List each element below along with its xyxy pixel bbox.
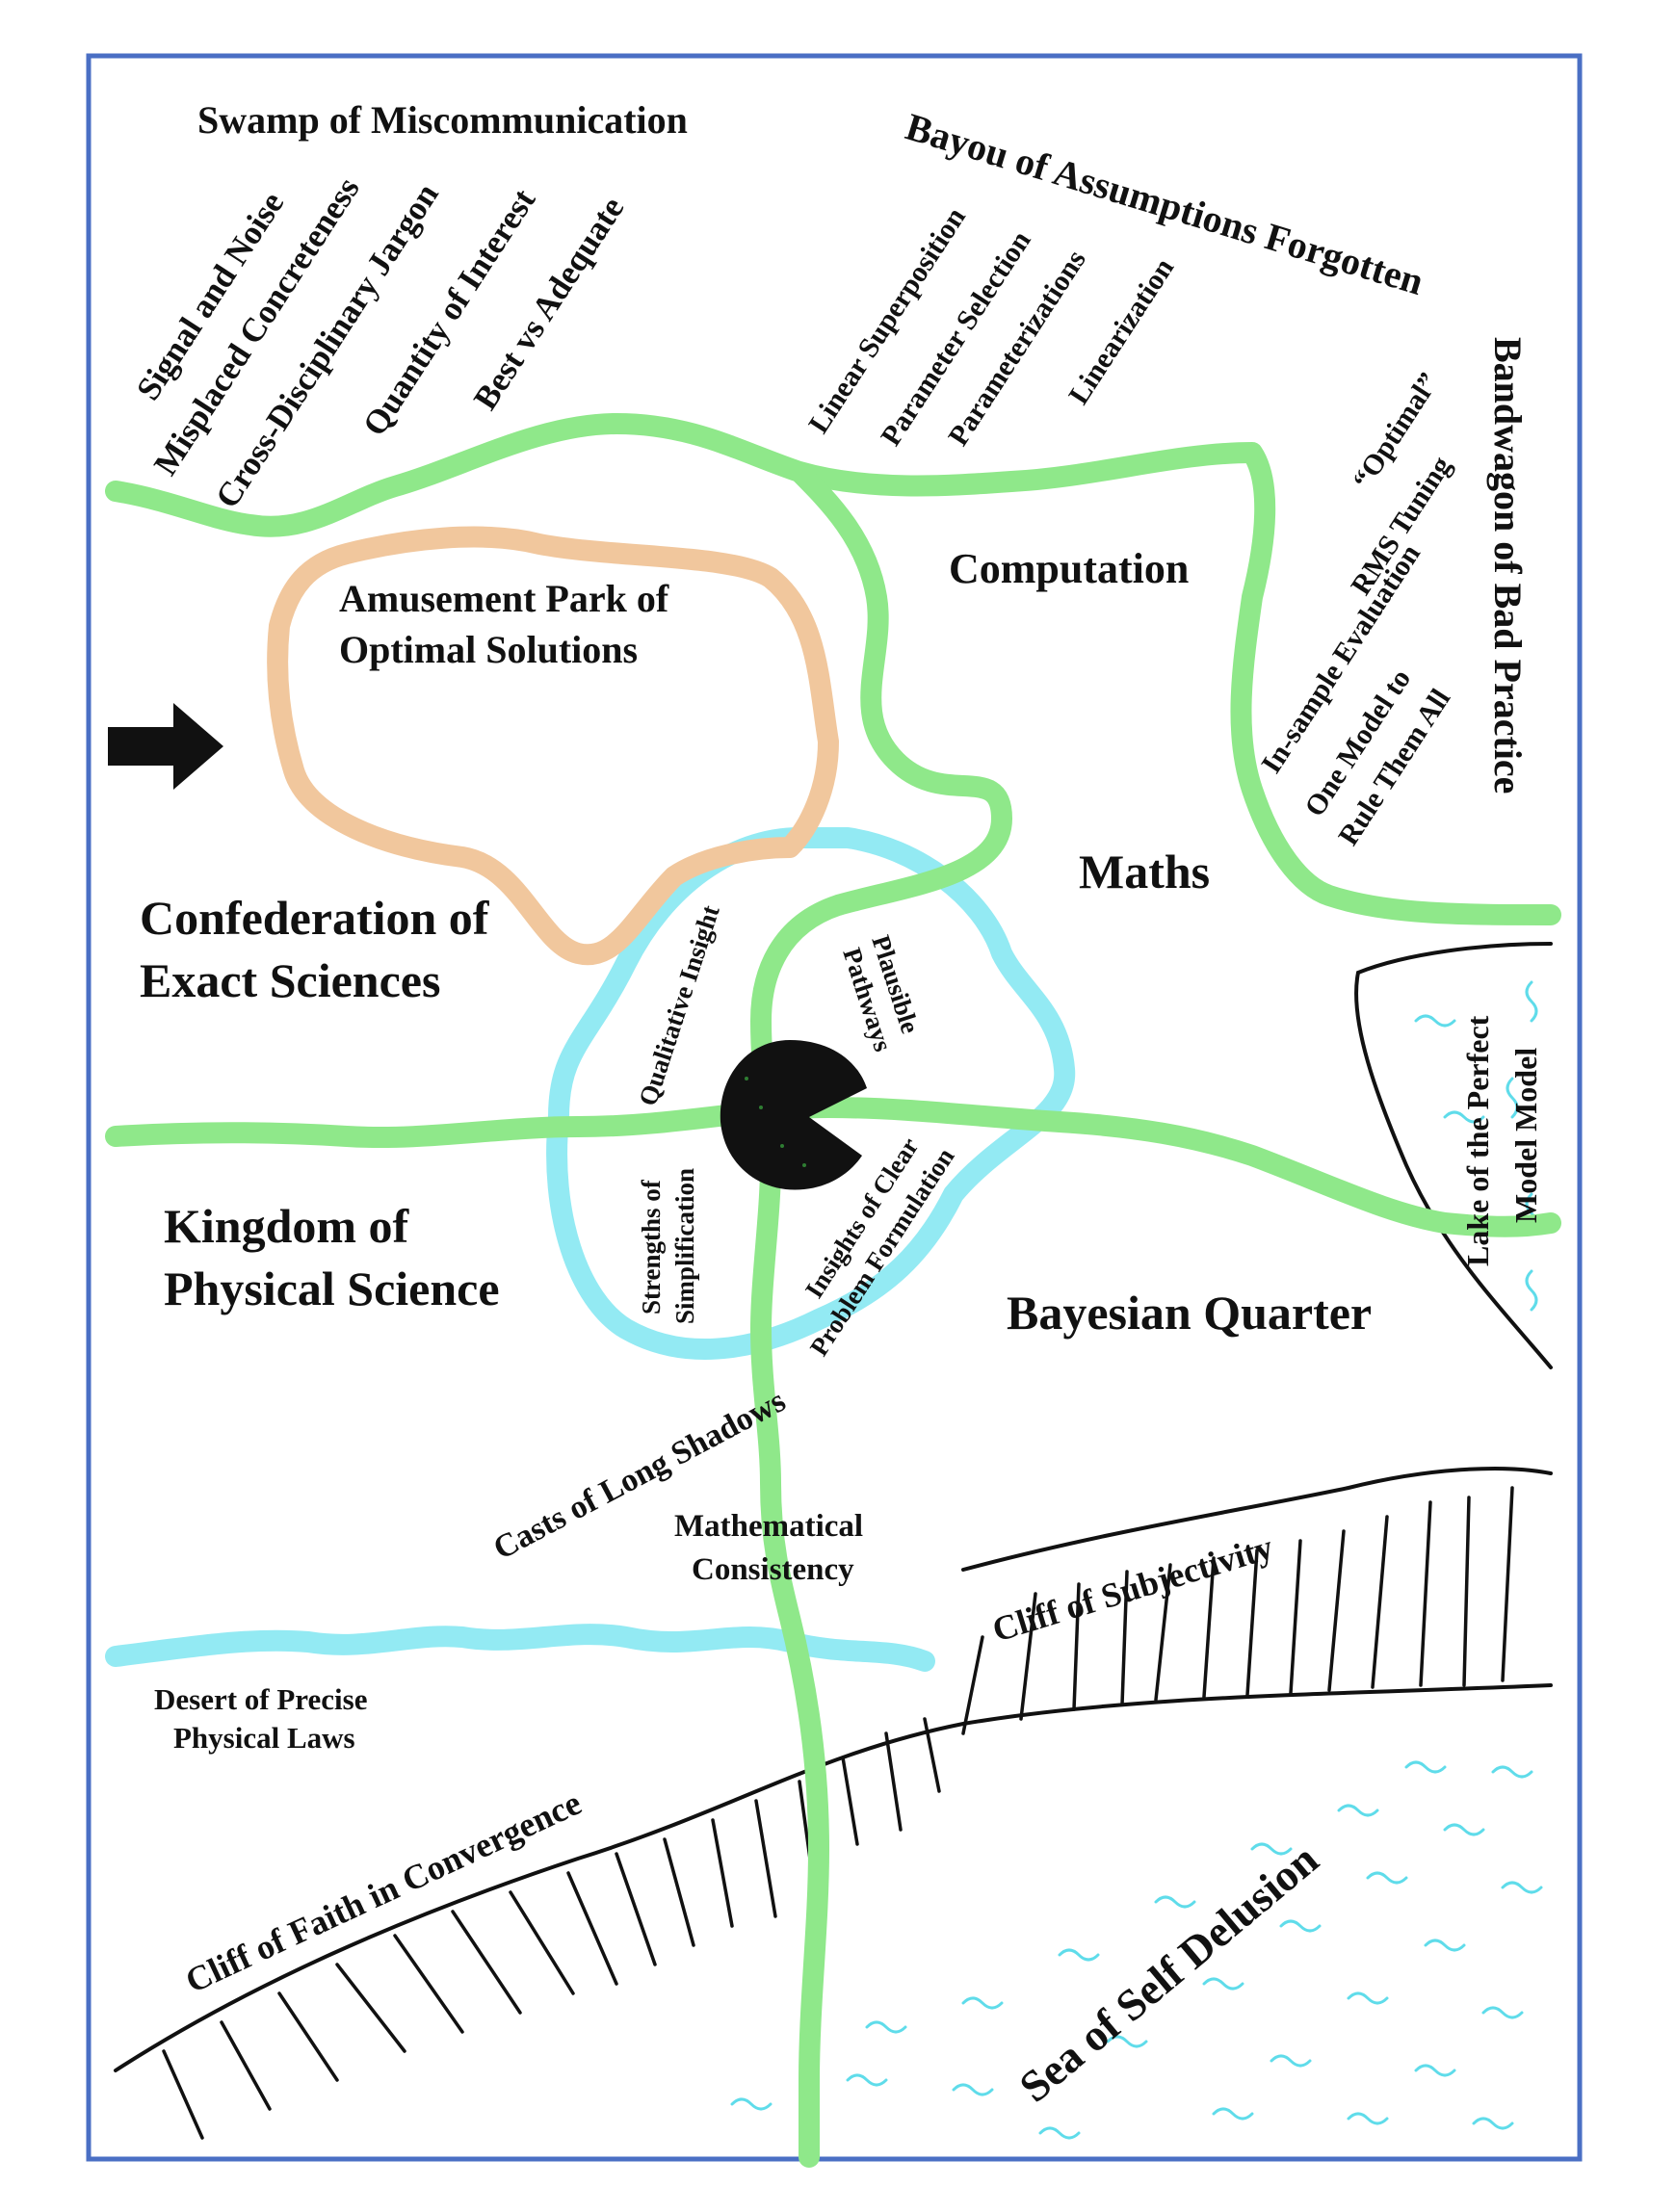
- black-arrow-icon: [108, 703, 223, 790]
- label-math-consistency-2: Consistency: [692, 1552, 854, 1587]
- label-bandwagon: Bandwagon of Bad Practice: [1486, 337, 1530, 794]
- label-strengths-1: Strengths of: [637, 1179, 666, 1314]
- label-kingdom-2: Physical Science: [164, 1262, 500, 1315]
- label-math-consistency-1: Mathematical: [674, 1509, 863, 1544]
- river-ring: [546, 827, 1076, 1360]
- amusement-park-outline: [267, 526, 839, 966]
- cliff-top-edge: [961, 1467, 1553, 1572]
- pacman-blob-icon: [720, 1040, 867, 1190]
- label-confed-1: Confederation of: [140, 891, 490, 945]
- cliff-mid-edge: [114, 1683, 1553, 2072]
- label-swamp: Swamp of Miscommunication: [197, 98, 688, 142]
- cliff-lines: [114, 942, 1553, 2072]
- cliff-hatching: [162, 1486, 1514, 2140]
- road-top: [105, 413, 1561, 925]
- label-computation: Computation: [949, 545, 1189, 592]
- label-strengths-2: Simplification: [670, 1168, 699, 1324]
- label-lake-2: Model Model: [1508, 1048, 1543, 1223]
- label-desert-1: Desert of Precise: [154, 1682, 367, 1716]
- label-amusement-1: Amusement Park of: [339, 577, 669, 620]
- water-squiggles: [730, 980, 1543, 2140]
- label-maths: Maths: [1079, 845, 1210, 898]
- road-middle: [105, 1097, 1561, 1237]
- label-lake-1: Lake of the Perfect: [1460, 1015, 1495, 1266]
- label-bayesian: Bayesian Quarter: [1007, 1286, 1372, 1340]
- label-confed-2: Exact Sciences: [140, 953, 440, 1007]
- label-kingdom-1: Kingdom of: [164, 1199, 410, 1253]
- lake-shore: [1354, 942, 1553, 1369]
- label-amusement-2: Optimal Solutions: [339, 628, 638, 671]
- label-desert-2: Physical Laws: [173, 1721, 355, 1755]
